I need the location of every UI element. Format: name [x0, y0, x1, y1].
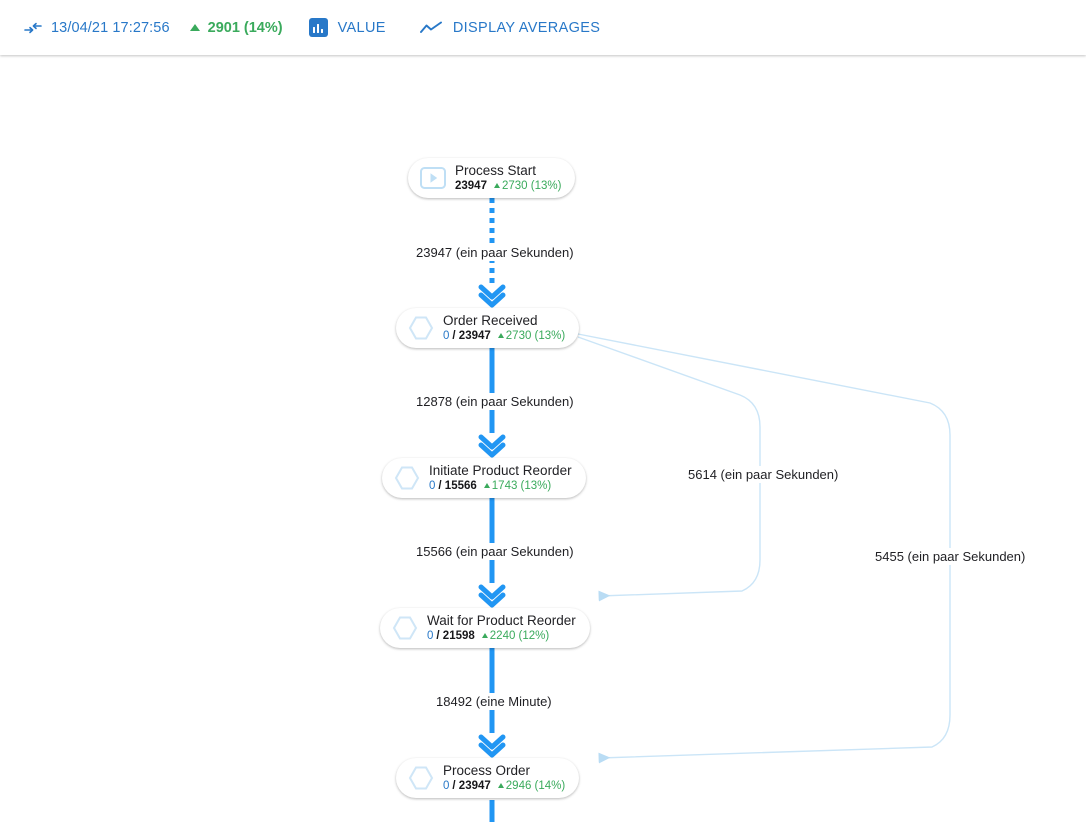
arrows-collapse-icon — [24, 21, 42, 35]
double-chevron-arrow-icon — [478, 734, 506, 758]
node-open: 0 — [443, 779, 450, 792]
edge-wait-to-process-order — [478, 648, 506, 758]
delta-indicator: 2901 (14%) — [189, 0, 283, 55]
edge-layer — [478, 198, 951, 822]
node-total: / 23947 — [452, 329, 491, 342]
node-delta: 2240 (12%) — [481, 630, 549, 643]
node-metrics: 0 / 21598 2240 (12%) — [427, 630, 576, 643]
node-text: Initiate Product Reorder 0 / 15566 1743 … — [429, 463, 572, 492]
triangle-up-icon — [189, 24, 200, 31]
node-total: / 15566 — [438, 479, 477, 492]
node-title: Wait for Product Reorder — [427, 613, 576, 629]
hexagon-task-icon — [391, 614, 419, 642]
timestamp-label: 13/04/21 17:27:56 — [51, 19, 170, 36]
bar-chart-icon — [308, 18, 328, 37]
edge-order-received-to-wait-product-reorder — [577, 336, 761, 602]
node-wait-for-product-reorder[interactable]: Wait for Product Reorder 0 / 21598 2240 … — [380, 608, 590, 648]
node-text: Wait for Product Reorder 0 / 21598 2240 … — [427, 613, 576, 642]
play-start-icon — [419, 164, 447, 192]
line-chart-icon — [419, 21, 442, 35]
node-delta: 2730 (13%) — [497, 330, 565, 343]
node-text: Process Start 23947 2730 (13%) — [455, 163, 561, 192]
node-text: Order Received 0 / 23947 2730 (13%) — [443, 313, 565, 342]
node-metrics: 23947 2730 (13%) — [455, 180, 561, 193]
process-diagram-canvas[interactable]: 23947 (ein paar Sekunden) 12878 (ein paa… — [0, 55, 1086, 822]
value-button[interactable]: VALUE — [308, 0, 386, 55]
edge-initiate-to-wait-product-reorder — [478, 498, 506, 608]
edge-label-wait-to-process-order: 18492 (eine Minute) — [431, 693, 557, 710]
edge-process-start-to-order-received — [478, 198, 506, 308]
display-averages-label: DISPLAY AVERAGES — [452, 19, 601, 36]
node-title: Process Start — [455, 163, 537, 179]
hexagon-task-icon — [407, 314, 435, 342]
node-delta: 2946 (14%) — [497, 780, 565, 793]
edge-order-received-to-process-order — [577, 333, 951, 764]
edge-label-order-received-to-wait: 5614 (ein paar Sekunden) — [683, 466, 844, 483]
node-process-start[interactable]: Process Start 23947 2730 (13%) — [408, 158, 576, 198]
node-total: 23947 — [455, 179, 487, 192]
node-title: Initiate Product Reorder — [429, 463, 572, 479]
node-delta: 1743 (13%) — [483, 480, 551, 493]
edge-label-order-received-to-initiate: 12878 (ein paar Sekunden) — [411, 393, 579, 410]
edge-order-received-to-initiate-product-reorder — [478, 348, 506, 458]
node-open: 0 — [443, 329, 450, 342]
double-chevron-arrow-icon — [478, 434, 506, 458]
node-initiate-product-reorder[interactable]: Initiate Product Reorder 0 / 15566 1743 … — [382, 458, 586, 498]
node-title: Process Order — [443, 763, 531, 779]
hexagon-task-icon — [407, 764, 435, 792]
node-total: / 23947 — [452, 779, 491, 792]
toolbar: 13/04/21 17:27:56 2901 (14%) VALUE DISPL… — [0, 0, 1086, 55]
node-total: / 21598 — [436, 629, 475, 642]
node-delta: 2730 (13%) — [493, 180, 561, 193]
node-process-order[interactable]: Process Order 0 / 23947 2946 (14%) — [396, 758, 580, 798]
double-chevron-arrow-icon — [478, 584, 506, 608]
edge-label-order-received-to-process-order: 5455 (ein paar Sekunden) — [870, 548, 1031, 565]
node-metrics: 0 / 23947 2730 (13%) — [443, 330, 565, 343]
node-metrics: 0 / 23947 2946 (14%) — [443, 780, 565, 793]
timestamp-control[interactable]: 13/04/21 17:27:56 — [24, 0, 170, 55]
node-order-received[interactable]: Order Received 0 / 23947 2730 (13%) — [396, 308, 580, 348]
edge-label-initiate-to-wait: 15566 (ein paar Sekunden) — [411, 543, 579, 560]
node-open: 0 — [427, 629, 434, 642]
node-text: Process Order 0 / 23947 2946 (14%) — [443, 763, 565, 792]
edge-label-process-start-to-order-received: 23947 (ein paar Sekunden) — [411, 244, 579, 261]
hexagon-task-icon — [393, 464, 421, 492]
value-button-label: VALUE — [337, 19, 386, 36]
delta-label: 2901 (14%) — [207, 19, 283, 36]
display-averages-button[interactable]: DISPLAY AVERAGES — [419, 0, 601, 55]
double-chevron-arrow-icon — [478, 284, 506, 308]
node-metrics: 0 / 15566 1743 (13%) — [429, 480, 572, 493]
node-title: Order Received — [443, 313, 538, 329]
node-open: 0 — [429, 479, 436, 492]
